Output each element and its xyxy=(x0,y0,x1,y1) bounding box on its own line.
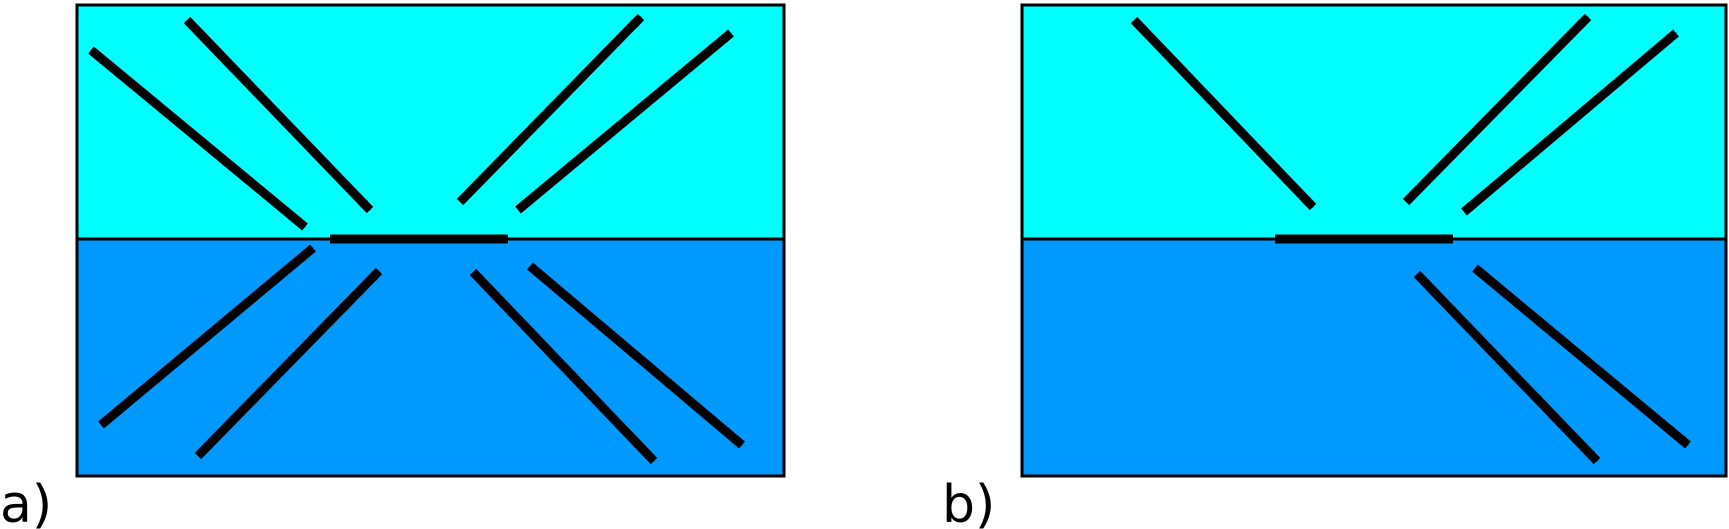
panel-b-lower-medium xyxy=(1022,239,1726,476)
panel-a-lower-medium xyxy=(77,239,784,476)
panel-b: b) xyxy=(942,3,1728,529)
panel-a-incident-lower-arrow-1 xyxy=(98,244,316,429)
panel-a-arrows xyxy=(88,13,745,465)
panel-a-incident-lower-arrow-2 xyxy=(194,267,383,460)
panel-a-outgoing-lower-arrow-1 xyxy=(469,268,658,465)
panel-b-outgoing-lower-arrow-2 xyxy=(1472,264,1691,449)
panel-b-outgoing-upper-arrow-1 xyxy=(1402,13,1592,206)
panel-a-label: a) xyxy=(0,475,52,529)
panel-a: a) xyxy=(0,3,786,529)
panel-a-outgoing-lower-arrow-2 xyxy=(527,262,745,449)
panel-a-incident-upper-arrow-1 xyxy=(88,46,308,231)
panel-a-outgoing-upper-arrow-1 xyxy=(456,13,645,206)
panel-b-upper-medium xyxy=(1022,5,1726,239)
panel-b-outgoing-lower-arrow-1 xyxy=(1413,270,1601,465)
panel-b-incident-upper-arrow xyxy=(1130,16,1317,211)
panel-a-incident-upper-arrow-2 xyxy=(183,16,374,214)
panel-a-outgoing-upper-arrow-2 xyxy=(515,29,734,214)
panel-b-outgoing-upper-arrow-2 xyxy=(1461,29,1679,216)
panel-a-upper-medium xyxy=(77,5,784,239)
panel-b-label: b) xyxy=(942,475,995,529)
panel-b-arrows xyxy=(1130,13,1691,465)
